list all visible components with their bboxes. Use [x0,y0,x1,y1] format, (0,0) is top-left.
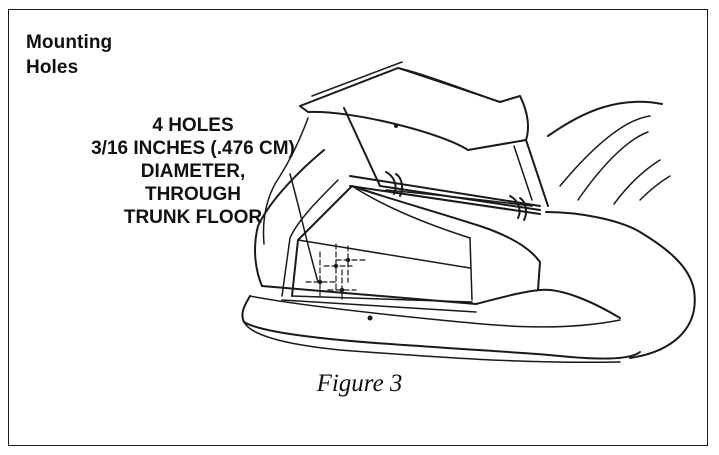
callout-line-2: 3/16 INCHES (.476 CM) [91,138,295,159]
rear-fender [545,211,696,359]
diagram-title: Mounting Holes [26,30,112,80]
title-line-1: Mounting [26,32,113,53]
callout-line-1: 4 HOLES [152,115,234,136]
rear-bumper [241,295,641,364]
hole-markers [317,257,351,293]
callout-line-4: THROUGH [144,184,242,205]
title-line-2: Holes [26,57,79,78]
holes-callout: 4 HOLES 3/16 INCHES (.476 CM) DIAMETER, … [26,114,360,229]
callout-leader-line [289,173,319,283]
figure-frame [8,9,708,446]
mounting-holes [305,243,367,301]
trunk-lid [299,61,549,211]
callout-line-3: DIAMETER, [140,161,246,182]
figure-caption: Figure 3 [316,370,403,397]
trunk-sill [254,149,621,321]
callout-line-5: TRUNK FLOOR [123,207,263,228]
rear-window-lines [547,100,671,205]
left-fender [262,117,309,245]
hinge-bar [349,171,541,221]
